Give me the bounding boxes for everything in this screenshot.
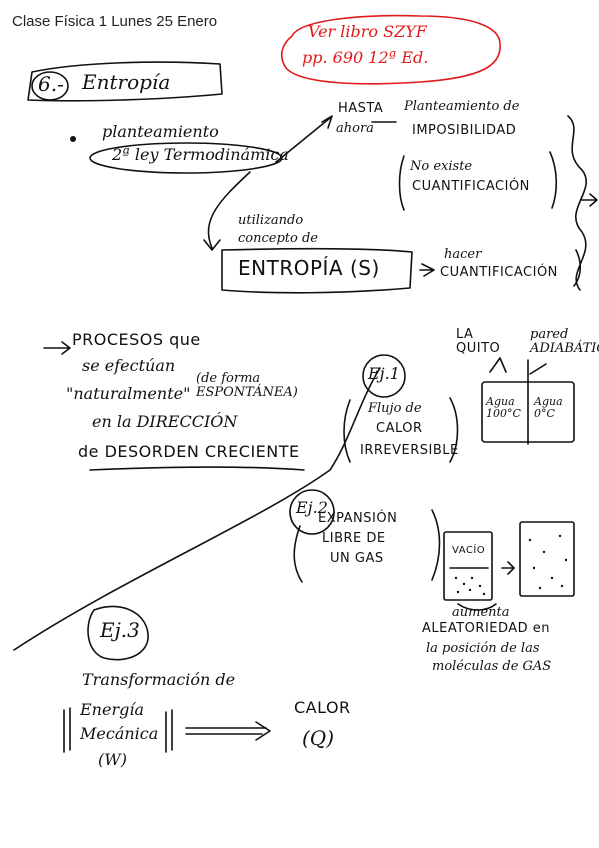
hasta-line-1: HASTA xyxy=(338,101,384,116)
energy-line-2: Mecánica xyxy=(80,724,159,743)
quito-label: LA QUITO xyxy=(456,327,501,356)
page-title: Clase Física 1 Lunes 25 Enero xyxy=(12,13,218,30)
utilizando: utilizando xyxy=(238,213,304,228)
ej2-line-1: EXPANSIÓN xyxy=(318,511,398,526)
hasta-line-2: ahora xyxy=(336,121,374,136)
reference-line-1: Ver libro SZYF xyxy=(308,22,427,41)
water-hot-label: Agua 100°C xyxy=(486,395,521,420)
procesos-line-4: en la DIRECCIÓN xyxy=(92,412,238,431)
bullet-dot xyxy=(70,136,76,142)
ej1-circle xyxy=(362,354,406,398)
ej2-label: Ej.2 xyxy=(296,498,328,517)
hacer: hacer xyxy=(444,247,482,262)
ej3-label: Ej.3 xyxy=(100,618,140,642)
q-label: (Q) xyxy=(302,726,335,750)
ej1-line-2: CALOR xyxy=(376,421,423,436)
cuantificacion-hacer: CUANTIFICACIÓN xyxy=(440,265,558,280)
imposibilidad-line-2: IMPOSIBILIDAD xyxy=(412,123,517,138)
aleatoriedad-line-4: moléculas de GAS xyxy=(432,659,552,674)
arrow-procesos xyxy=(43,341,71,355)
transform-label: Transformación de xyxy=(82,670,236,689)
arrow-entropia xyxy=(207,171,251,249)
procesos-line-3: "naturalmente" xyxy=(66,384,191,403)
procesos-line-1: PROCESOS que xyxy=(72,330,201,349)
section-title: Entropía xyxy=(82,70,171,94)
ej2-line-2: LIBRE DE xyxy=(322,531,386,546)
law-label: 2ª ley Termodinámica xyxy=(112,145,289,164)
water-cold-label: Agua 0°C xyxy=(534,395,563,420)
reference-outline xyxy=(280,14,501,85)
ej1-line-1: Flujo de xyxy=(368,401,422,416)
energy-line-1: Energía xyxy=(80,700,144,719)
calor-label: CALOR xyxy=(294,698,351,717)
aleatoriedad-line-3: la posición de las xyxy=(426,641,540,656)
entropia-box xyxy=(221,247,413,294)
energy-line-3: (W) xyxy=(98,750,127,769)
wavy-bracket xyxy=(567,115,588,291)
aleatoriedad-line-2: ALEATORIEDAD en xyxy=(422,621,551,636)
pared-label: pared ADIABÁTICA xyxy=(530,327,599,356)
vacio-label: VACÍO xyxy=(452,545,486,556)
diagonal-line xyxy=(13,367,381,651)
section-number: 6.- xyxy=(38,72,64,96)
procesos-line-2: se efectúan xyxy=(82,356,176,375)
planteamiento-label: planteamiento xyxy=(102,122,219,141)
ej3-circle xyxy=(87,605,149,661)
concepto-de: concepto de xyxy=(238,231,318,246)
cuantificacion-no: CUANTIFICACIÓN xyxy=(412,179,530,194)
arrow-calor xyxy=(185,727,267,735)
box-expanded xyxy=(519,521,575,597)
procesos-paren: (de forma ESPONTÁNEA) xyxy=(196,371,298,400)
ej1-line-3: IRREVERSIBLE xyxy=(360,443,459,458)
section-box xyxy=(27,61,223,102)
reference-line-2: pp. 690 12ª Ed. xyxy=(302,48,429,67)
no-existe: No existe xyxy=(410,159,473,174)
box-vacio xyxy=(443,531,493,601)
ej2-line-3: UN GAS xyxy=(330,551,384,566)
ej1-label: Ej.1 xyxy=(368,364,400,383)
ej2-circle xyxy=(289,489,335,535)
aleatoriedad-line-1: aumenta xyxy=(452,605,510,620)
section-circle xyxy=(31,71,69,101)
entropia-label: ENTROPÍA (S) xyxy=(238,256,380,280)
imposibilidad-line-1: Planteamiento de xyxy=(404,99,520,114)
procesos-line-5: de DESORDEN CRECIENTE xyxy=(78,442,300,461)
arrow-hasta xyxy=(275,117,331,163)
